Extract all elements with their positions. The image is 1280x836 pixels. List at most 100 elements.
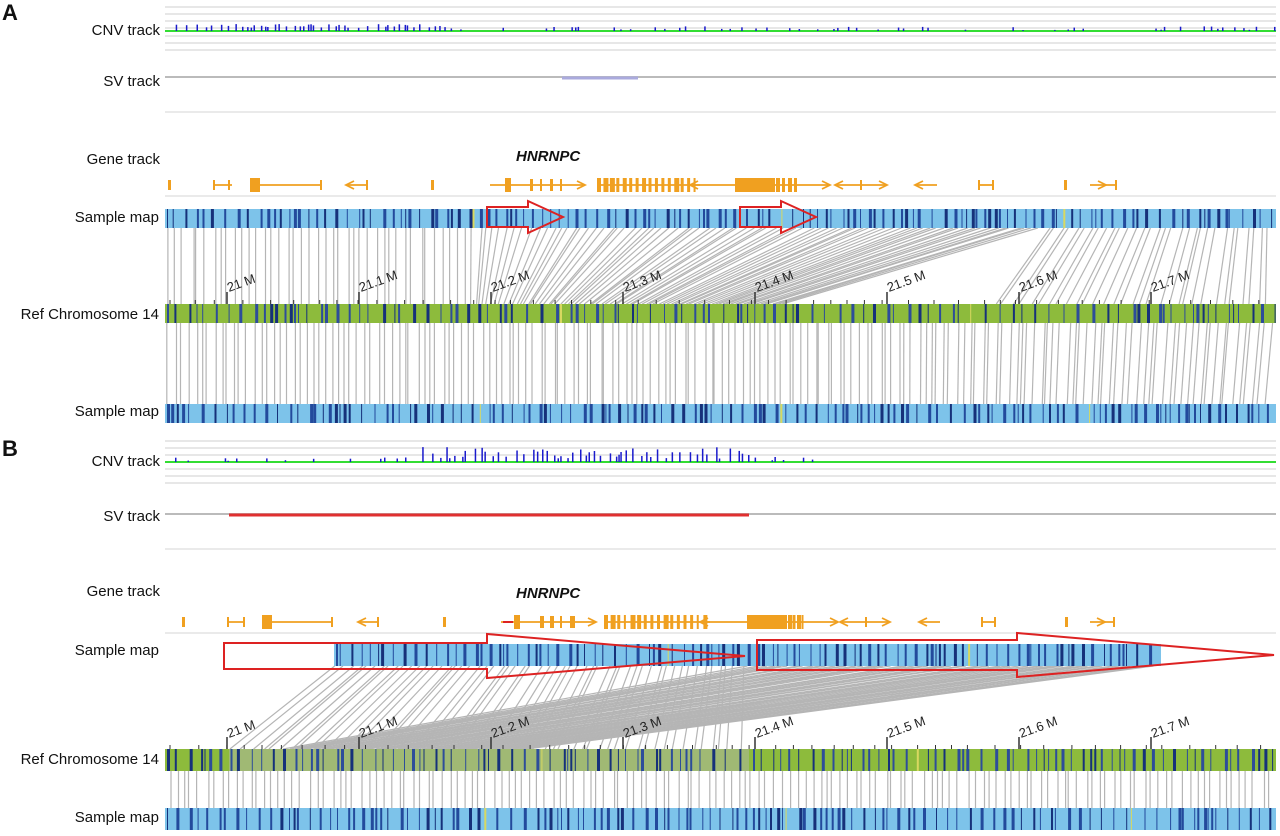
map-label-stripe: [644, 404, 648, 423]
map-label-stripe: [1048, 304, 1050, 323]
alignment-line: [1211, 322, 1219, 405]
map-label-stripe: [295, 749, 298, 771]
gene-strand-arrow: [1097, 180, 1109, 190]
alignment-line: [1219, 322, 1227, 405]
map-label-stripe: [851, 808, 853, 830]
alignment-line: [919, 322, 922, 405]
alignment-line: [782, 227, 1038, 305]
map-label-stripe: [799, 808, 803, 830]
map-label-stripe: [576, 644, 579, 666]
map-label-stripe: [1124, 749, 1126, 771]
map-label-stripe: [369, 644, 371, 666]
map-label-stripe: [1136, 644, 1139, 666]
map-label-stripe: [873, 304, 876, 323]
map-label-stripe: [1090, 749, 1093, 771]
map-label-stripe: [645, 808, 649, 830]
map-label-stripe: [261, 749, 263, 771]
map-label-stripe: [681, 304, 683, 323]
map-label-stripe: [708, 304, 710, 323]
cnv-bar: [554, 455, 556, 462]
map-label-stripe: [1018, 644, 1021, 666]
gene-exon: [657, 615, 660, 629]
map-label-stripe: [496, 808, 499, 830]
map-label-stripe: [1228, 209, 1230, 228]
alignment-line: [1031, 322, 1036, 405]
map-label-stripe: [263, 304, 266, 323]
map-label-stripe: [781, 209, 783, 228]
map-label-stripe: [874, 808, 876, 830]
map-label-stripe: [201, 404, 205, 423]
alignment-line: [995, 322, 999, 405]
map-label-stripe: [868, 209, 872, 228]
cnv-signal: [175, 447, 814, 462]
gene-exon: [994, 617, 996, 627]
map-label-stripe: [1122, 644, 1125, 666]
map-label-stripe: [634, 209, 637, 228]
alignment-line: [543, 227, 605, 305]
gene-exon: [860, 180, 862, 190]
alignment-line: [1178, 227, 1198, 305]
alignment-line: [1113, 227, 1146, 305]
map-label-stripe: [423, 749, 425, 771]
map-label-stripe: [1253, 209, 1256, 228]
map-label-stripe: [718, 209, 722, 228]
gene-exon: [674, 178, 680, 192]
map-label-stripe: [341, 749, 344, 771]
map-label-stripe: [1258, 808, 1260, 830]
map-label-stripe: [773, 304, 776, 323]
map-label-stripe: [556, 644, 560, 666]
cnv-bar: [774, 457, 776, 462]
map-label-stripe: [188, 404, 190, 423]
alignment-line: [570, 227, 655, 305]
gene-strand-arrow: [881, 617, 893, 627]
map-label-stripe: [515, 209, 518, 228]
gene-strand-arrow: [697, 617, 709, 627]
map-label-stripe: [1030, 644, 1032, 666]
alignment-line: [1108, 322, 1115, 405]
cnv-bar: [307, 24, 310, 31]
map-label-stripe: [606, 808, 610, 830]
alignment-line: [578, 227, 670, 305]
gene-exon: [570, 616, 575, 628]
alignment-line: [421, 665, 979, 750]
map-label-stripe: [293, 209, 297, 228]
cnv-bar: [632, 448, 634, 462]
map-label-stripe: [671, 644, 673, 666]
map-label-stripe: [1156, 808, 1158, 830]
cnv-bar: [439, 26, 441, 31]
map-label-stripe: [1159, 304, 1163, 323]
map-label-stripe: [901, 209, 903, 228]
map-label-stripe: [392, 644, 394, 666]
map-label-stripe: [1207, 209, 1211, 228]
cnv-bar: [484, 451, 486, 462]
cnv-bar: [278, 24, 280, 31]
map-label-stripe: [517, 644, 519, 666]
cnv-bar: [274, 24, 277, 31]
cnv-bar: [689, 452, 692, 462]
alignment-line: [747, 227, 976, 305]
cnv-bar: [615, 456, 618, 462]
cnv-bar: [242, 26, 244, 31]
alignment-line: [414, 665, 966, 750]
map-label-stripe: [815, 404, 818, 423]
alignment-line: [1065, 227, 1108, 305]
cnv-bar: [224, 458, 227, 462]
map-label-stripe: [440, 808, 443, 830]
map-label-stripe: [283, 749, 286, 771]
cnv-bar: [599, 455, 602, 462]
map-label-stripe: [1071, 644, 1075, 666]
alignment-line: [1221, 322, 1229, 405]
gene-strand-arrow: [343, 180, 355, 190]
cnv-bar: [377, 24, 380, 31]
map-label-stripe: [905, 209, 909, 228]
map-label-stripe: [1061, 749, 1065, 771]
gene-strand-arrow: [1096, 617, 1108, 627]
map-label-stripe: [381, 644, 385, 666]
map-label-stripe: [297, 404, 299, 423]
map-label-stripe: [1261, 304, 1264, 323]
alignment-line: [268, 665, 367, 750]
map-label-stripe: [1025, 209, 1027, 228]
alignment-line: [428, 665, 989, 750]
map-label-stripe: [322, 404, 324, 423]
alignment-lines-top: [229, 665, 1154, 750]
